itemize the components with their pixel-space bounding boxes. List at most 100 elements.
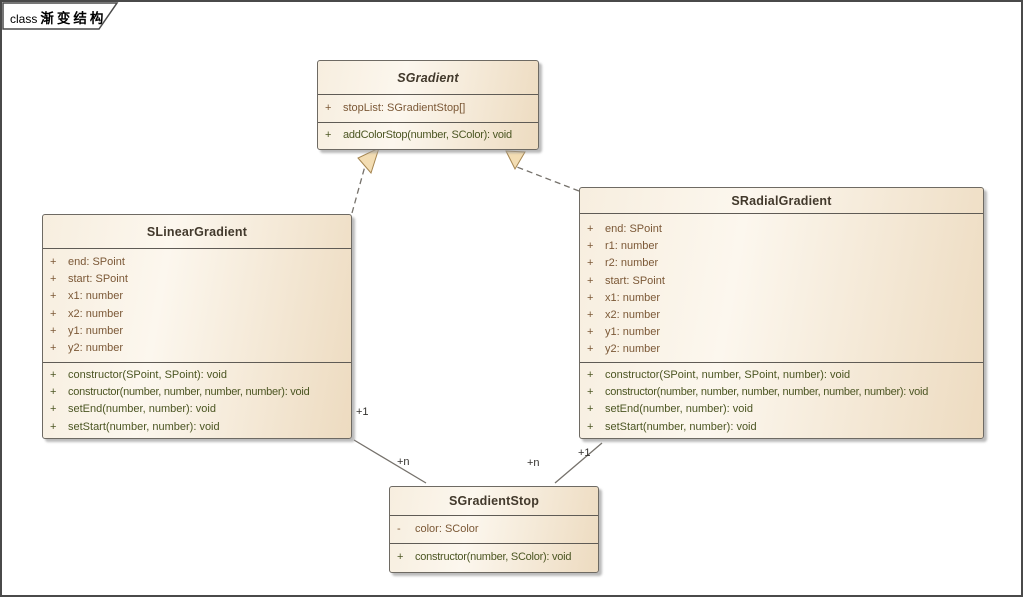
attribute-row: + end: SPoint [43, 254, 351, 271]
multiplicity-label: +n [527, 457, 540, 469]
visibility-sign: + [587, 403, 594, 416]
method-row: + constructor(number, SColor): void [390, 549, 598, 566]
visibility-sign: + [50, 342, 57, 355]
method-text: constructor(number, SColor): void [415, 551, 572, 564]
method-text: setEnd(number, number): void [68, 403, 216, 416]
visibility-sign: + [50, 386, 57, 399]
visibility-sign: + [325, 101, 332, 114]
realization-slineargradient-sgradient[interactable] [351, 165, 366, 214]
attributes-compartment: + stopList: SGradientStop[] [318, 95, 538, 123]
attribute-row: + y1: number [580, 324, 983, 341]
attribute-row: + end: SPoint [580, 221, 983, 238]
method-text: setEnd(number, number): void [605, 403, 753, 416]
methods-compartment: + constructor(SPoint, number, SPoint, num… [580, 363, 983, 438]
visibility-sign: + [587, 326, 594, 339]
frame-title: 渐变结构 [40, 11, 107, 26]
visibility-sign: + [587, 343, 594, 356]
attribute-text: x2: number [605, 309, 661, 322]
attribute-text: start: SPoint [68, 273, 128, 286]
attributes-compartment: - color: SColor [390, 516, 598, 544]
attribute-text: x1: number [605, 291, 661, 304]
attribute-row: +y1: number [43, 323, 351, 340]
attribute-text: y1: number [605, 326, 661, 339]
visibility-sign: + [587, 257, 594, 270]
association-slineargradient-sgradientstop[interactable] [353, 439, 427, 484]
visibility-sign: + [50, 256, 57, 268]
class-title: SGradientStop [390, 487, 598, 516]
attribute-text: y2: number [68, 342, 124, 355]
attribute-row: + x1: number [580, 290, 983, 307]
class-box-sradialgradient[interactable]: SRadialGradient + end: SPoint +r1: number… [579, 187, 984, 439]
visibility-sign: + [50, 290, 57, 303]
visibility-sign: + [50, 324, 57, 337]
attribute-text: start: SPoint [605, 274, 665, 287]
attribute-row: + stopList: SGradientStop[] [318, 100, 538, 117]
frame-keyword: class [10, 12, 38, 26]
visibility-sign: + [587, 420, 594, 433]
method-row: + addColorStop(number, SColor): void [318, 127, 538, 144]
attribute-row: + x2: number [43, 306, 351, 323]
class-title: SRadialGradient [580, 188, 983, 214]
attribute-row: + r2: number [580, 255, 983, 272]
method-row: + setEnd(number, number): void [580, 401, 983, 418]
method-row: + setStart(number, number): void [580, 419, 983, 436]
method-text: constructor(SPoint, SPoint): void [68, 369, 227, 381]
attribute-row: + y2: number [43, 340, 351, 357]
attribute-text: color: SColor [415, 522, 479, 535]
attribute-row: + x1: number [43, 288, 351, 305]
method-row: + constructor(number, number, number, num… [580, 384, 983, 401]
visibility-sign: + [587, 291, 594, 304]
method-row: +constructor(SPoint, SPoint): void [43, 367, 351, 384]
visibility-sign: + [587, 240, 594, 253]
multiplicity-label: +1 [356, 406, 369, 418]
class-box-sgradientstop[interactable]: SGradientStop - color: SColor + constructo… [389, 486, 599, 573]
multiplicity-label: +n [397, 456, 410, 468]
attribute-row: + start: SPoint [580, 273, 983, 290]
attributes-compartment: +end: SPoint +start: SPoint +x1: number … [43, 249, 351, 363]
attribute-text: stopList: SGradientStop[] [343, 101, 466, 114]
method-row: + setStart(number, number): void [43, 419, 351, 436]
attribute-text: x2: number [68, 307, 124, 320]
visibility-sign: + [397, 551, 404, 564]
association-sradialgradient-sgradientstop[interactable] [554, 442, 603, 484]
visibility-sign: + [587, 386, 594, 399]
method-text: setStart(number, number): void [605, 420, 757, 433]
visibility-sign: + [50, 403, 57, 416]
visibility-sign: - [397, 522, 401, 535]
attributes-compartment: + end: SPoint +r1: number + r2: number + st… [580, 214, 983, 363]
frame-label: class 渐变结构 [10, 7, 106, 27]
attribute-row: +r1: number [580, 238, 983, 255]
method-row: +constructor(number, number, number, num… [43, 384, 351, 401]
method-text: constructor(SPoint, number, SPoint, numb… [605, 369, 851, 381]
realization-arrowhead-right-icon [505, 150, 526, 171]
method-text: addColorStop(number, SColor): void [343, 129, 512, 142]
method-row: + constructor(SPoint, number, SPoint, num… [580, 367, 983, 384]
attribute-text: y2: number [605, 343, 661, 356]
visibility-sign: + [587, 369, 594, 381]
visibility-sign: + [50, 307, 57, 320]
methods-compartment: + constructor(number, SColor): void [390, 544, 598, 572]
attribute-row: + x2: number [580, 307, 983, 324]
visibility-sign: + [50, 420, 57, 433]
visibility-sign: + [587, 274, 594, 287]
attribute-row: +start: SPoint [43, 271, 351, 288]
method-text: constructor(number, number, number, numb… [605, 386, 929, 399]
realization-arrowhead-left-icon [357, 147, 380, 174]
realization-sradialgradient-sgradient[interactable] [516, 166, 580, 192]
class-box-slineargradient[interactable]: SLinearGradient +end: SPoint +start: SPo… [42, 214, 352, 439]
method-text: setStart(number, number): void [68, 420, 220, 433]
attribute-text: x1: number [68, 290, 124, 303]
attribute-text: r2: number [605, 257, 659, 270]
visibility-sign: + [587, 309, 594, 322]
attribute-text: end: SPoint [68, 256, 125, 268]
visibility-sign: + [587, 223, 594, 235]
visibility-sign: + [325, 129, 332, 142]
class-title: SGradient [318, 61, 538, 95]
attribute-text: end: SPoint [605, 223, 662, 235]
class-box-sgradient[interactable]: SGradient + stopList: SGradientStop[] + ad… [317, 60, 539, 150]
attribute-row: - color: SColor [390, 521, 598, 538]
method-row: + setEnd(number, number): void [43, 401, 351, 418]
methods-compartment: + addColorStop(number, SColor): void [318, 123, 538, 149]
